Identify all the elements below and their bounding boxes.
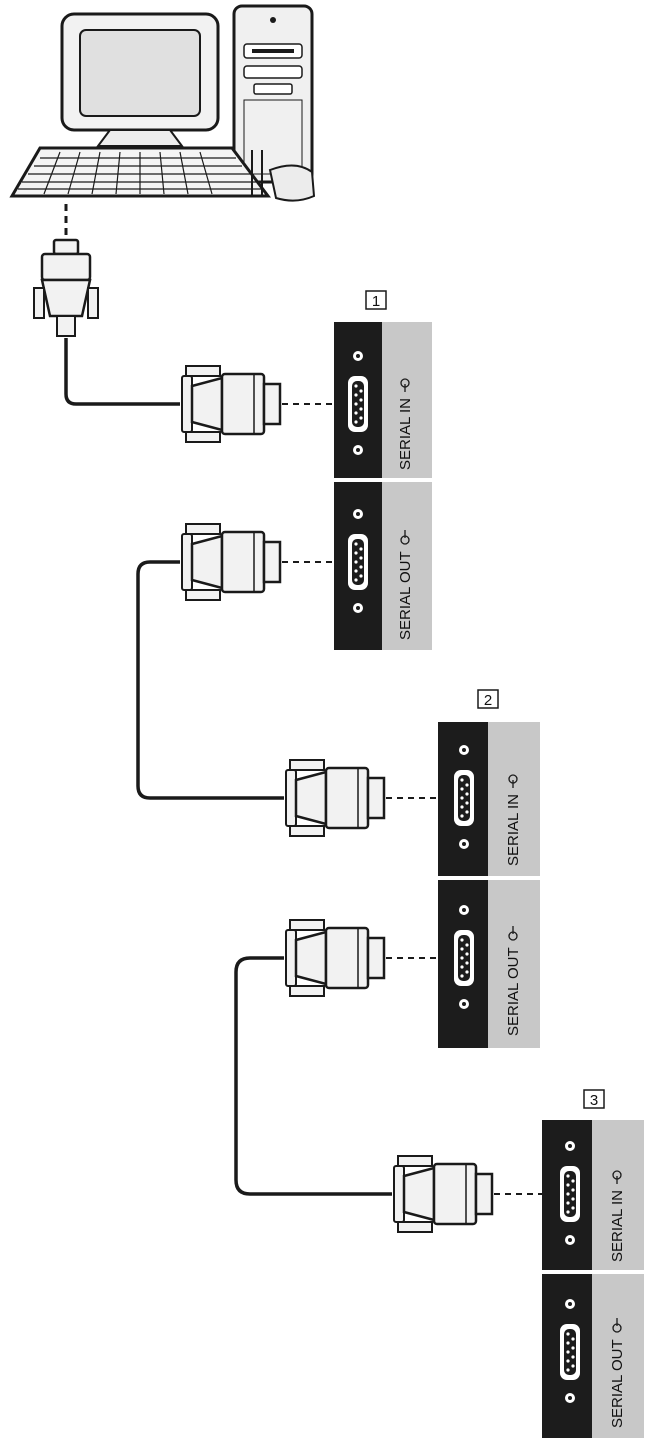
serial-out-label: SERIAL OUT (397, 551, 414, 640)
arrow-in-icon (612, 1170, 622, 1184)
d-sub-connector-icon (180, 364, 282, 444)
cable-pc-to-unit1 (64, 338, 180, 406)
unit-number: 2 (484, 692, 492, 709)
monitor-icon (60, 12, 220, 147)
serial-out-label: SERIAL OUT (505, 947, 522, 1036)
port-label-strip (382, 482, 432, 650)
keyboard-icon (9, 146, 271, 198)
unit-2: 2 SERIAL IN SERIAL OUT (438, 689, 540, 1048)
unit-number-box (477, 689, 499, 709)
unit-3: 3 SERIAL IN SERIAL OUT (542, 1089, 644, 1438)
unit-number: 3 (590, 1092, 598, 1109)
d-sub-connector-icon (284, 918, 386, 998)
d-sub-connector-icon (180, 522, 282, 602)
unit-number-box (365, 290, 387, 310)
port-label-strip (382, 322, 432, 478)
port-label-strip (592, 1274, 644, 1438)
arrow-in-icon (400, 378, 410, 392)
serial-in-label: SERIAL IN (397, 398, 414, 470)
arrow-out-icon (508, 926, 518, 941)
mouse-icon (251, 150, 316, 202)
unit-number: 1 (372, 293, 380, 310)
port-label-strip (488, 880, 540, 1048)
unit-1: 1 SERIAL IN SERIAL OUT (334, 290, 432, 650)
serial-in-label: SERIAL IN (609, 1190, 626, 1262)
serial-in-label: SERIAL IN (505, 794, 522, 866)
port-label-strip (592, 1120, 644, 1270)
tower-icon (232, 4, 314, 184)
computer-icon (9, 4, 316, 202)
cables (64, 338, 392, 1196)
port-label-strip (488, 722, 540, 876)
cable-unit1-to-unit2 (136, 560, 284, 800)
d-sub-connector-icon (284, 758, 386, 838)
arrow-out-icon (612, 1318, 622, 1333)
cable-unit2-to-unit3 (234, 956, 392, 1196)
d-sub-connector-icon (33, 238, 99, 337)
unit-number-box (583, 1089, 605, 1109)
d-sub-connector-icon (392, 1154, 494, 1234)
arrow-out-icon (400, 530, 410, 545)
serial-out-label: SERIAL OUT (609, 1339, 626, 1428)
arrow-in-icon (508, 774, 518, 788)
